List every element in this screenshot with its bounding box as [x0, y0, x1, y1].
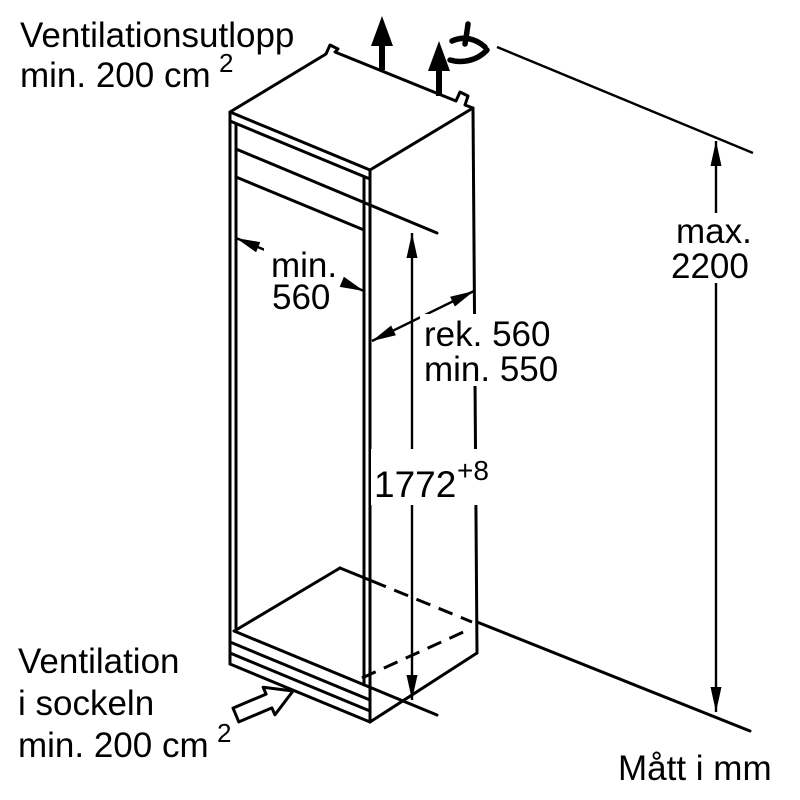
label-vent-plinth-line3: min. 200 cm: [18, 726, 209, 765]
cabinet-right-bottom-edge: [368, 651, 479, 724]
arrowhead-1772-bottom: [406, 675, 418, 700]
label-vent-outlet-line2: min. 200 cm: [20, 56, 211, 95]
labels: Ventilationsutlopp min. 200 cm 2 min. 56…: [18, 16, 772, 788]
label-niche-height-tolerance: +8: [457, 455, 489, 486]
cabinet-top-face: [228, 43, 475, 172]
hidden-bottom-edge: [361, 627, 471, 680]
floor-rear-edge-visible: [338, 566, 374, 583]
label-total-height-line2: 2200: [671, 247, 749, 286]
airflow-up-arrow-icon: [428, 41, 450, 96]
floor-line: [475, 620, 752, 733]
label-vent-plinth-line2: i sockeln: [18, 684, 154, 723]
top-panel-underside: [228, 119, 372, 181]
dimension-arrowheads: [236, 141, 722, 712]
niche-floor-front-edge: [232, 629, 439, 717]
plinth-mid-line: [228, 651, 372, 713]
air-outlet-leader-line: [496, 45, 754, 155]
label-niche-width-line2: 560: [272, 278, 330, 317]
label-niche-depth-line2: min. 550: [424, 350, 558, 389]
arrowhead-depth-lower: [372, 325, 396, 341]
plinth-vent-arrow-icon: [231, 685, 295, 724]
text-mask: [371, 449, 493, 505]
arrowhead-width-right: [339, 276, 364, 291]
label-total-height-line1: max.: [676, 212, 752, 251]
label-vent-outlet-sup: 2: [219, 48, 233, 78]
cabinet-niche-outline: [228, 43, 754, 733]
text-mask: [668, 213, 768, 283]
plinth-top-line: [228, 640, 372, 702]
arrowhead-width-left: [236, 238, 261, 253]
label-vent-plinth-sup: 2: [217, 718, 231, 748]
label-niche-width-line1: min.: [271, 246, 337, 285]
arrowhead-2200-bottom: [710, 687, 722, 712]
label-niche-depth-line1: rek. 560: [424, 315, 550, 354]
arrowhead-1772-top: [406, 233, 418, 258]
hidden-floor-rear-edge: [371, 579, 473, 624]
air-outlet-symbol-icon: [447, 21, 490, 65]
floor-left-edge: [234, 566, 342, 632]
bottom-outer-edge: [228, 662, 372, 724]
label-vent-plinth-line1: Ventilation: [18, 642, 180, 681]
arrowhead-depth-upper: [450, 291, 474, 307]
airflow-up-arrow-icon: [371, 16, 393, 70]
text-mask: [420, 314, 568, 386]
arrowhead-2200-top: [710, 141, 722, 166]
label-vent-outlet-line1: Ventilationsutlopp: [20, 16, 294, 55]
niche-ceiling-line: [234, 147, 439, 235]
label-units-note: Mått i mm: [618, 749, 772, 788]
label-niche-height-value: 1772: [374, 464, 456, 505]
text-mask: [264, 244, 350, 314]
vent-slot-bottom: [234, 175, 366, 232]
